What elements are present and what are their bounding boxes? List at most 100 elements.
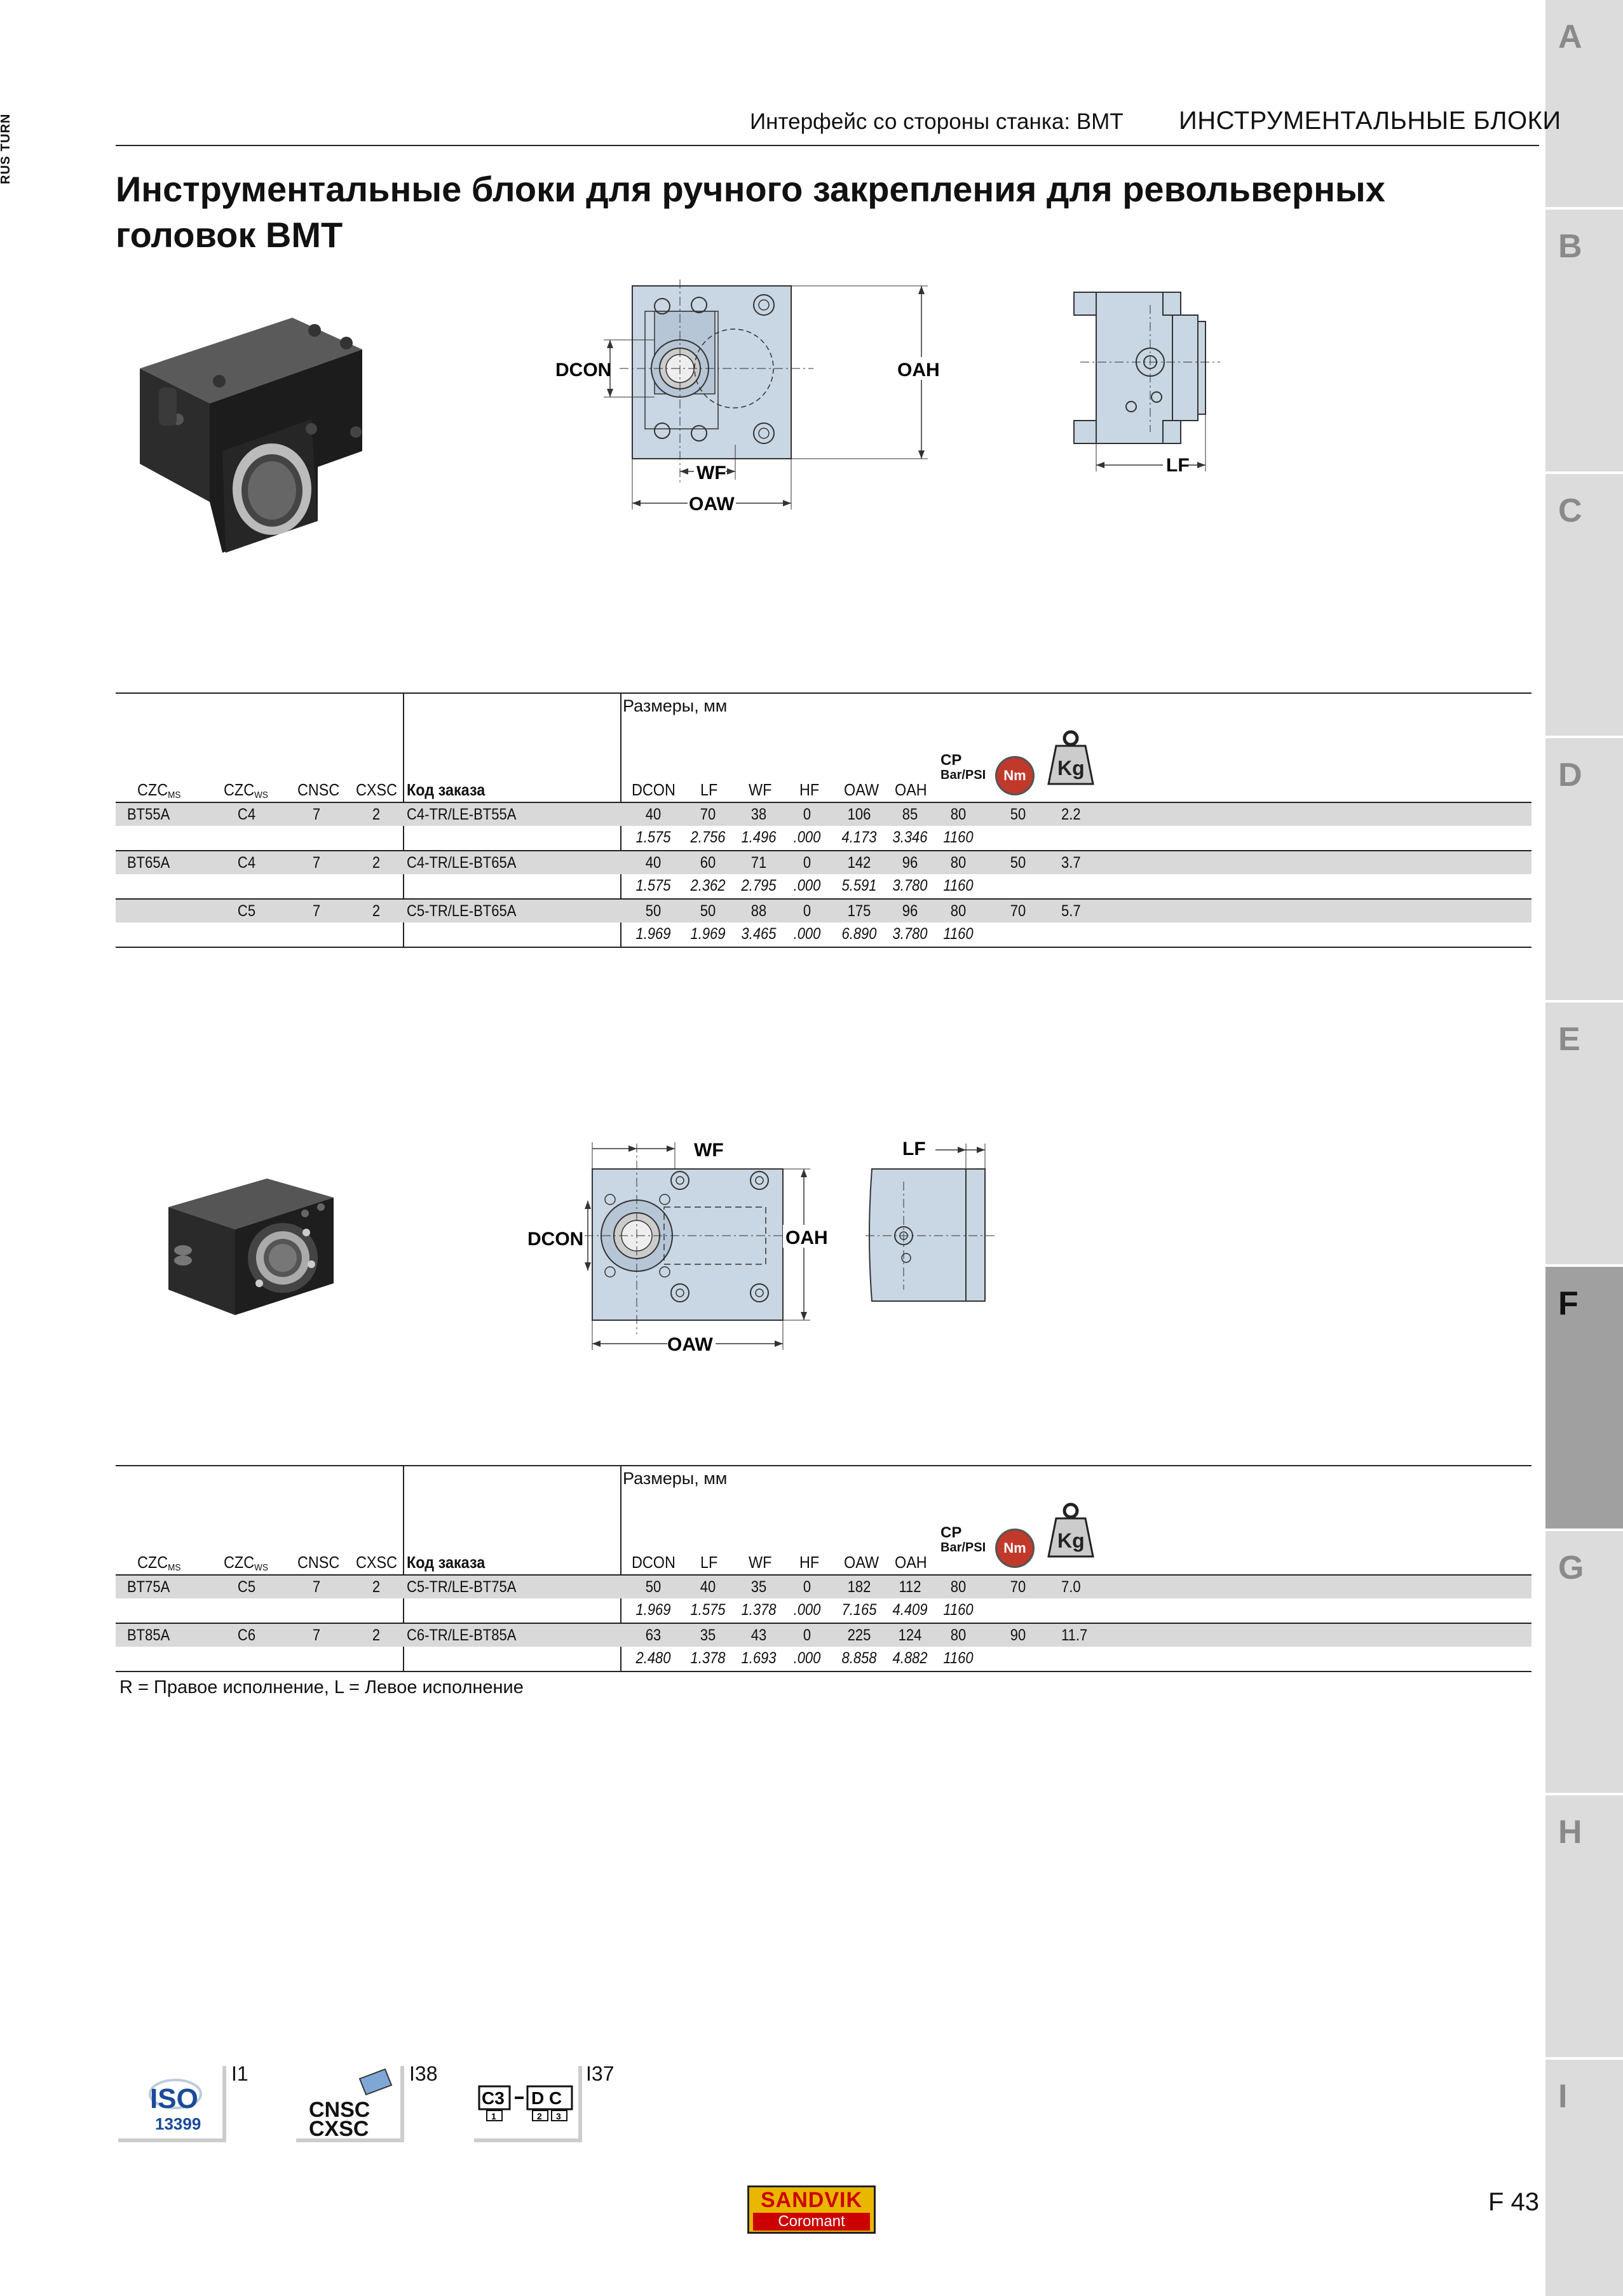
svg-text:C3: C3 [482,2088,505,2108]
cell-inch-dcon: 1.575 [635,877,671,895]
tab-h[interactable]: H [1545,1795,1623,2057]
cell-wf: 35 [750,1578,767,1596]
cell-inch-oah: 3.780 [892,877,928,895]
tab-d[interactable]: D [1545,738,1623,1000]
cnsc-cxsc-icon[interactable]: CNSC CXSC [296,2066,404,2142]
torque-icon-2: Nm [995,1529,1035,1568]
col-cnsc-2: CNSC [297,1553,340,1572]
cell-inch-wf: 2.795 [741,877,777,895]
cell-inch-hf: .000 [793,828,821,846]
col-cnsc: CNSC [297,780,340,799]
cell-cp: 80 [950,806,967,823]
cell-inch-lf: 1.378 [690,1649,726,1667]
cell-dcon: 50 [645,902,662,920]
cell-inch-cp: 1160 [943,828,974,846]
cell-inch-oaw: 8.858 [841,1649,877,1667]
weight-icon: Kg [1047,730,1094,785]
cell-cxsc: 2 [372,854,381,872]
col-oah-2: OAH [895,1553,927,1572]
cell-cxsc: 2 [372,1626,381,1644]
tab-a[interactable]: A [1545,0,1623,207]
cell-cp: 80 [950,1626,967,1644]
cell-cxsc: 2 [372,1578,381,1596]
cell-inch-oaw: 5.591 [841,877,877,895]
cell-oah: 112 [899,1578,921,1596]
col-hf: HF [799,780,820,799]
tab-e[interactable]: E [1545,1003,1623,1264]
cell-czc-ms: BT55A [127,806,170,823]
tab-i[interactable]: I [1545,2060,1623,2296]
ref-iso[interactable]: I1 [231,2062,248,2085]
cell-cp: 80 [950,854,967,872]
cell-inch-oaw: 7.165 [841,1601,877,1619]
dim-label-oaw-2: OAW [667,1334,713,1355]
dim-label-lf-2: LF [902,1138,926,1159]
tab-f[interactable]: F [1545,1267,1623,1529]
cell-dcon: 40 [645,806,662,823]
torque-icon: Nm [995,756,1035,795]
cell-inch-hf: .000 [793,1601,821,1619]
tab-c[interactable]: C [1545,474,1623,736]
code-key-icon[interactable]: C3 1 D C 2 3 [474,2066,582,2142]
cell-czc-ws: C4 [237,806,256,823]
iso-13399-icon[interactable]: ISO 13399 [118,2066,226,2142]
svg-text:3: 3 [556,2111,561,2121]
col-czc-ws-2: CZCWS [224,1553,268,1573]
cell-inch-lf: 2.362 [690,877,726,895]
cell-cp: 80 [950,1578,967,1596]
dimensions-label: Размеры, мм [623,696,728,715]
col-cxsc: CXSC [356,780,398,799]
cell-lf: 50 [700,902,716,920]
cell-wf: 71 [750,854,767,872]
col-dcon: DCON [632,780,676,799]
cell-inch-oah: 3.346 [892,828,928,846]
tab-b[interactable]: B [1545,210,1623,471]
col-czc-ms: CZCMS [137,780,181,800]
dimensions-label-2: Размеры, мм [623,1469,728,1488]
sandvik-coromant-logo: SANDVIK Coromant [747,2185,876,2234]
svg-text:CNSC: CNSC [309,2098,370,2122]
dim-label-wf: WF [696,463,726,483]
col-lf: LF [700,780,718,799]
tool-block-photo-2 [168,1178,334,1315]
cell-lf: 70 [700,806,716,823]
header-section: ИНСТРУМЕНТАЛЬНЫЕ БЛОКИ [1179,107,1561,135]
cell-nm: 90 [1010,1626,1026,1644]
ref-cnsc[interactable]: I38 [409,2062,438,2085]
cell-cxsc: 2 [372,806,381,823]
cell-inch-cp: 1160 [943,925,974,943]
product-table-2: Размеры, мм CZCMS CZCWS CNSC CXSC Код за… [116,1465,1531,1672]
cell-oaw: 106 [847,806,871,823]
ref-code-key[interactable]: I37 [586,2062,615,2085]
cell-kg: 7.0 [1061,1578,1081,1596]
tab-g[interactable]: G [1545,1531,1623,1793]
cell-inch-wf: 1.378 [741,1601,777,1619]
product-table-1: Размеры, мм CZCMS CZCWS CNSC CXSC Код за… [116,692,1531,948]
svg-text:Kg: Kg [1057,757,1085,780]
col-order-code-2: Код заказа [407,1553,486,1572]
svg-text:1: 1 [491,2111,496,2121]
cell-code: C4-TR/LE-BT55A [407,806,517,823]
cell-cnsc: 7 [312,1626,321,1644]
cell-inch-wf: 1.496 [741,828,777,846]
cell-kg: 11.7 [1061,1626,1088,1644]
front-view-drawing-1: DCON OAH WF OAW [555,280,944,515]
page-number: F 43 [1488,2188,1540,2216]
dim-label-oah: OAH [897,360,940,381]
cell-oah: 85 [902,806,918,823]
dim-label-wf-2: WF [694,1140,724,1161]
cell-cnsc: 7 [312,854,321,872]
header-divider [116,145,1539,146]
dim-label-oaw: OAW [689,494,735,515]
cell-cnsc: 7 [312,806,321,823]
svg-text:13399: 13399 [155,2114,201,2133]
cell-inch-hf: .000 [793,877,821,895]
tool-block-photo-1 [140,318,362,553]
dim-label-oah-2: OAH [785,1227,828,1248]
cell-code: C5-TR/LE-BT65A [407,902,517,920]
cell-inch-cp: 1160 [943,1601,974,1619]
